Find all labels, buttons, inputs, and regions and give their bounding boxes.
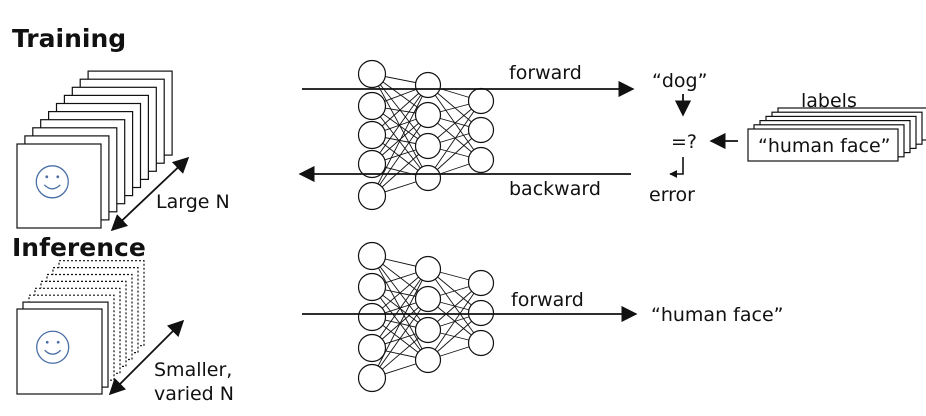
inference-heading: Inference xyxy=(12,233,146,262)
inference-prediction: “human face” xyxy=(651,304,783,326)
inference-forward-label: forward xyxy=(511,289,584,311)
network-edge xyxy=(371,105,429,179)
neuron-node xyxy=(357,91,387,121)
neuron-node xyxy=(414,132,442,160)
network-edge xyxy=(427,282,482,361)
error-label: error xyxy=(649,184,695,206)
neuron-node xyxy=(467,299,495,327)
smiley-face-icon xyxy=(36,330,70,364)
neuron-node xyxy=(414,255,442,283)
neuron-node xyxy=(414,316,442,344)
neuron-node xyxy=(357,120,387,150)
neuron-node xyxy=(414,346,442,374)
training-heading: Training xyxy=(12,24,126,53)
network-edge xyxy=(371,268,429,379)
inference-image-stack xyxy=(16,260,145,395)
compare-symbol: =? xyxy=(671,131,697,153)
label-card-stack xyxy=(747,107,926,162)
training-dataset-label: Large N xyxy=(156,191,230,213)
neuron-node xyxy=(357,363,387,393)
neuron-node xyxy=(357,59,387,89)
dataset-size-arrow xyxy=(110,156,190,232)
neuron-node xyxy=(414,164,442,192)
neuron-node xyxy=(414,285,442,313)
network-edge xyxy=(371,298,429,379)
neuron-node xyxy=(357,149,387,179)
label-card xyxy=(747,128,899,162)
training-backward-label: backward xyxy=(509,178,601,200)
compare-to-error-arrow xyxy=(669,157,684,178)
training-neural-network xyxy=(357,59,495,211)
network-edge xyxy=(371,84,429,165)
neuron-node xyxy=(467,146,495,174)
smiley-face-icon xyxy=(35,165,69,199)
network-edge xyxy=(371,114,429,197)
neuron-node xyxy=(357,241,387,271)
neuron-node xyxy=(467,116,495,144)
neuron-node xyxy=(357,181,387,211)
neuron-node xyxy=(414,71,442,99)
inference-dataset-size-arrow xyxy=(108,319,185,396)
labels-title: labels xyxy=(801,90,857,112)
network-edge xyxy=(427,100,482,179)
inference-dataset-label-line1: Smaller, xyxy=(154,359,232,381)
neuron-node xyxy=(467,269,495,297)
network-edge xyxy=(371,268,429,349)
training-image-stack xyxy=(16,70,173,229)
neuron-node xyxy=(467,329,495,357)
neuron-node xyxy=(357,333,387,363)
neuron-node xyxy=(357,272,387,302)
neuron-node xyxy=(467,87,495,115)
inference-neural-network xyxy=(357,241,495,393)
network-edge xyxy=(371,84,429,197)
neuron-node xyxy=(414,101,442,129)
label-value: “human face” xyxy=(758,135,890,157)
inference-dataset-label-line2: varied N xyxy=(154,383,234,405)
neuron-node xyxy=(357,302,387,332)
training-forward-label: forward xyxy=(509,62,582,84)
training-prediction: “dog” xyxy=(652,70,707,92)
